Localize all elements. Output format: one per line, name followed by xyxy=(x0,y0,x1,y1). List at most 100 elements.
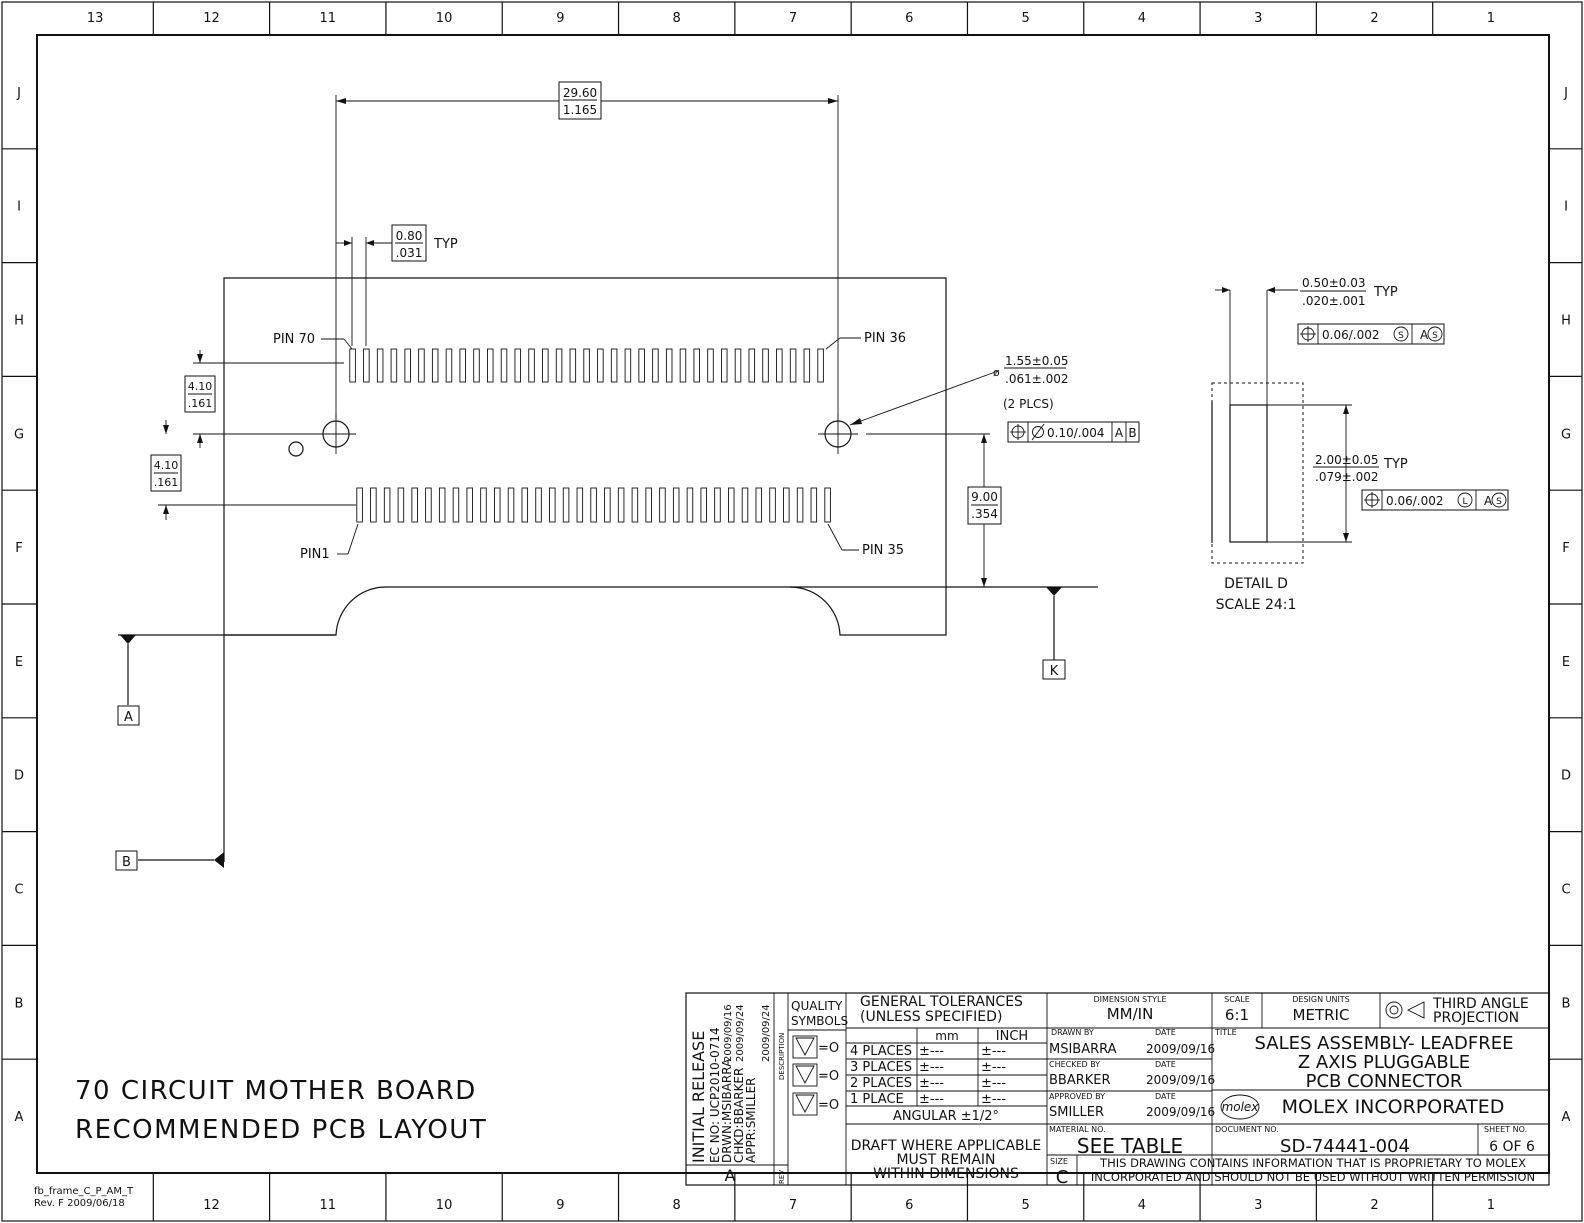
pcb-pad xyxy=(514,348,522,383)
zone-col-label: 4 xyxy=(1138,11,1146,26)
pcb-pad xyxy=(576,487,584,523)
detail-length-mm: 2.00±0.05 xyxy=(1315,453,1379,467)
pin35-label: PIN 35 xyxy=(862,543,904,558)
pcb-pad xyxy=(810,487,818,523)
pcb-pad xyxy=(748,348,756,383)
pcb-pad xyxy=(438,487,446,523)
pcb-pad xyxy=(521,487,529,523)
pcb-pad xyxy=(363,348,370,383)
detail-width-in: .020±.001 xyxy=(1302,294,1366,308)
rev-drawn: DRWN:MSIBARRA xyxy=(720,1058,734,1163)
detail-fcf1-datum: A xyxy=(1420,328,1429,342)
zone-col-label: 10 xyxy=(436,11,453,26)
title-line1: SALES ASSEMBLY- LEADFREE xyxy=(1255,1033,1514,1054)
zone-col-label: 8 xyxy=(673,1198,681,1213)
gt-col-mm: mm xyxy=(935,1029,958,1043)
pin35-callout: PIN 35 xyxy=(827,523,904,558)
zone-row-label: E xyxy=(1562,655,1570,670)
quality-label1: QUALITY xyxy=(791,999,843,1013)
dim-pitch: 0.80 .031 TYP xyxy=(336,224,458,346)
tol-row-mm: ±--- xyxy=(919,1092,944,1107)
zone-col-label: 12 xyxy=(203,1198,220,1213)
quality-triangle-icon xyxy=(795,1037,815,1056)
tol-row-mm: ±--- xyxy=(919,1060,944,1075)
zone-col-label: 10 xyxy=(436,1198,453,1213)
pcb-pad xyxy=(624,348,632,383)
rev-letter: A xyxy=(725,1166,736,1185)
revision-history: INITIAL RELEASE EC NO: UCP2010-0714 DRWN… xyxy=(689,1004,786,1185)
pcb-pad xyxy=(535,487,542,523)
datum-b-label: B xyxy=(122,855,131,870)
drawn-date-label: DATE xyxy=(1155,1028,1176,1037)
quality-label2: SYMBOLS xyxy=(791,1014,848,1028)
pcb-pad xyxy=(500,348,508,383)
gt-draft3: WITHIN DIMENSIONS xyxy=(873,1166,1019,1182)
rev-label: REV xyxy=(778,1170,786,1184)
projection-line2: PROJECTION xyxy=(1433,1010,1519,1026)
dim-edge-mm: 9.00 xyxy=(971,490,998,504)
pcb-pad xyxy=(466,487,473,523)
pcb-pad xyxy=(590,487,597,523)
dim-overall-span: 29.60 1.165 xyxy=(335,81,839,420)
detail-fcf-length: 0.06/.002 L A S xyxy=(1361,489,1509,511)
pcb-pad xyxy=(569,348,577,383)
pcb-pad xyxy=(356,487,363,523)
approved-date-label: DATE xyxy=(1155,1092,1176,1101)
pin36-label: PIN 36 xyxy=(864,331,906,346)
detail-fcf1-mod: S xyxy=(1398,331,1404,341)
units-value: METRIC xyxy=(1293,1006,1350,1024)
tol-row-inch: ±--- xyxy=(981,1044,1006,1059)
dimension-style: DIMENSION STYLE MM/IN xyxy=(1093,995,1166,1023)
rev-approved: APPR:SMILLER xyxy=(744,1078,758,1164)
pcb-pad xyxy=(610,348,618,383)
pcb-pad xyxy=(349,348,356,383)
pcb-pad xyxy=(686,487,694,523)
zone-col-label: 13 xyxy=(87,11,104,26)
frame-rev: Rev. F 2009/06/18 xyxy=(34,1198,125,1209)
zone-col-label: 5 xyxy=(1021,1198,1029,1213)
detail-label: DETAIL D xyxy=(1224,576,1288,592)
pcb-pad xyxy=(783,487,790,523)
pcb-pad xyxy=(617,487,625,523)
detail-width-mm: 0.50±0.03 xyxy=(1302,276,1366,290)
detail-fcf2-mod: L xyxy=(1462,497,1467,507)
tol-row-mm: ±--- xyxy=(919,1044,944,1059)
frame-id: fb_frame_C_P_AM_T xyxy=(34,1186,134,1197)
drawing-title: TITLE SALES ASSEMBLY- LEADFREE Z AXIS PL… xyxy=(1214,1028,1513,1092)
zone-col-label: 12 xyxy=(203,11,220,26)
diameter-symbol: ø xyxy=(993,366,1000,379)
dim-row1-mm: 4.10 xyxy=(188,380,213,393)
pcb-pad xyxy=(452,487,460,523)
dim-row-top-offset: 4.10 .161 xyxy=(184,350,344,448)
zone-row-label: D xyxy=(14,769,24,784)
zone-col-label: 3 xyxy=(1254,11,1262,26)
pcb-pad xyxy=(659,487,666,523)
pad-row-bottom xyxy=(356,487,831,523)
zone-row-label: F xyxy=(1562,541,1569,556)
sheet-number: 6 OF 6 xyxy=(1489,1139,1535,1155)
pcb-pad xyxy=(370,487,377,523)
company-row: molex MOLEX INCORPORATED xyxy=(1220,1094,1504,1120)
rev-date1: 2009/09/16 xyxy=(723,1004,734,1062)
quality-symbol-value: =O xyxy=(818,1069,839,1084)
zone-col-label: 6 xyxy=(905,1198,913,1213)
detail-pad xyxy=(1229,404,1268,543)
zone-row-label: A xyxy=(1562,1110,1571,1125)
pcb-pad xyxy=(693,348,700,383)
pcb-pad xyxy=(411,487,418,523)
pcb-pad xyxy=(714,487,721,523)
pcb-pad xyxy=(528,348,535,383)
general-tolerances: GENERAL TOLERANCES (UNLESS SPECIFIED) mm… xyxy=(850,994,1041,1182)
logo-text: molex xyxy=(1222,1100,1260,1114)
pcb-pad xyxy=(425,487,432,523)
detail-length-dim: 2.00±0.05 .079±.002 TYP xyxy=(1267,404,1408,543)
gt-title2: (UNLESS SPECIFIED) xyxy=(860,1009,1002,1025)
pcb-pad xyxy=(672,487,680,523)
tol-row-inch: ±--- xyxy=(981,1076,1006,1091)
pcb-pad xyxy=(383,487,391,523)
zone-row-label: C xyxy=(14,883,23,898)
